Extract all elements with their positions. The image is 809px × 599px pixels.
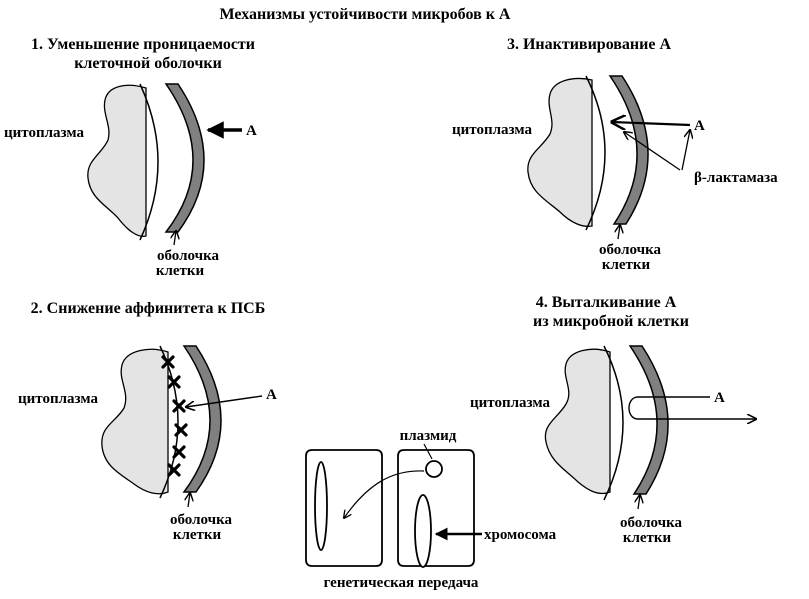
panel-affinity: 2. Снижение аффинитета к ПСБ цитоплазма …: [18, 300, 277, 543]
donor-chromosome: [414, 494, 432, 568]
plasmid-pointer-line: [423, 443, 433, 460]
enzyme-label: β-лактамаза: [694, 170, 778, 186]
antibiotic-label: А: [694, 118, 705, 134]
antibiotic-label: А: [266, 387, 277, 403]
shell-label-line-2: клетки: [602, 257, 651, 273]
enzyme-arrow: [681, 130, 690, 171]
binding-site-crosses: [161, 355, 188, 477]
cross-mark-icon: [167, 463, 181, 477]
shell-pointer-arrow: [188, 493, 190, 508]
cell-wall-shell: [182, 345, 222, 493]
antibiotic-label: А: [246, 123, 257, 139]
enzyme-arrow: [624, 132, 681, 171]
cytoplasm-blob: [87, 84, 147, 237]
shell-label-line-1: оболочка: [170, 512, 233, 528]
panel-efflux: 4. Выталкивание А из микробной клетки ци…: [470, 294, 756, 546]
cytoplasm-blob: [544, 348, 611, 495]
antibiotic-arrow: [186, 395, 263, 407]
cross-mark-icon: [167, 375, 181, 389]
plasmid-ring: [425, 460, 443, 478]
shell-label-line-2: клетки: [156, 263, 205, 279]
transfer-caption: генетическая передача: [324, 575, 479, 591]
plasmid-transfer-arrow: [344, 470, 425, 518]
panel-permeability: 1. Уменьшение проницаемости клеточной об…: [4, 36, 257, 279]
recipient-chromosome: [314, 461, 328, 551]
cytoplasm-label: цитоплазма: [4, 125, 84, 141]
cytoplasm-label: цитоплазма: [18, 391, 98, 407]
shell-pointer-arrow: [618, 225, 620, 240]
shell-pointer-arrow: [638, 495, 640, 510]
panel-inactivation: 3. Инактивирование А цитоплазма А β-лакт…: [452, 36, 778, 273]
panel-1-heading-line-2: клеточной оболочки: [74, 55, 222, 72]
cytoplasm-label: цитоплазма: [470, 395, 550, 411]
efflux-pump-loop: [628, 396, 756, 419]
cross-mark-icon: [172, 445, 186, 459]
inner-membrane: [603, 345, 624, 501]
cytoplasm-label: цитоплазма: [452, 122, 532, 138]
shell-label-line-1: оболочка: [620, 515, 683, 531]
diagram-title: Механизмы устойчивости микробов к А: [220, 6, 511, 23]
genetic-transfer: плазмид хромосома генетическая передача: [305, 428, 557, 591]
antibiotic-label: А: [714, 390, 725, 406]
cell-wall-shell: [164, 83, 205, 233]
cytoplasm-blob: [527, 77, 593, 228]
shell-label-line-2: клетки: [623, 530, 672, 546]
panel-2-heading: 2. Снижение аффинитета к ПСБ: [31, 300, 266, 317]
shell-pointer-arrow: [174, 231, 176, 246]
chromosome-label: хромосома: [484, 527, 557, 543]
cell-wall-shell: [608, 75, 649, 225]
panel-3-heading: 3. Инактивирование А: [507, 36, 672, 53]
panel-4-heading-line-1: 4. Выталкивание А: [536, 294, 677, 311]
shell-label-line-2: клетки: [173, 527, 222, 543]
shell-label-line-1: оболочка: [599, 242, 662, 258]
panel-1-heading-line-1: 1. Уменьшение проницаемости: [31, 36, 255, 53]
cross-mark-icon: [161, 355, 175, 369]
cytoplasm-blob: [101, 348, 169, 495]
cross-mark-icon: [174, 423, 188, 437]
inner-membrane: [139, 83, 159, 241]
panel-4-heading-line-2: из микробной клетки: [533, 313, 689, 330]
shell-label-line-1: оболочка: [157, 248, 220, 264]
cell-wall-shell: [628, 345, 669, 495]
cross-mark-icon: [172, 399, 186, 413]
antibiotic-arrow: [612, 122, 691, 125]
inner-membrane: [585, 75, 606, 231]
plasmid-label: плазмид: [400, 428, 457, 444]
